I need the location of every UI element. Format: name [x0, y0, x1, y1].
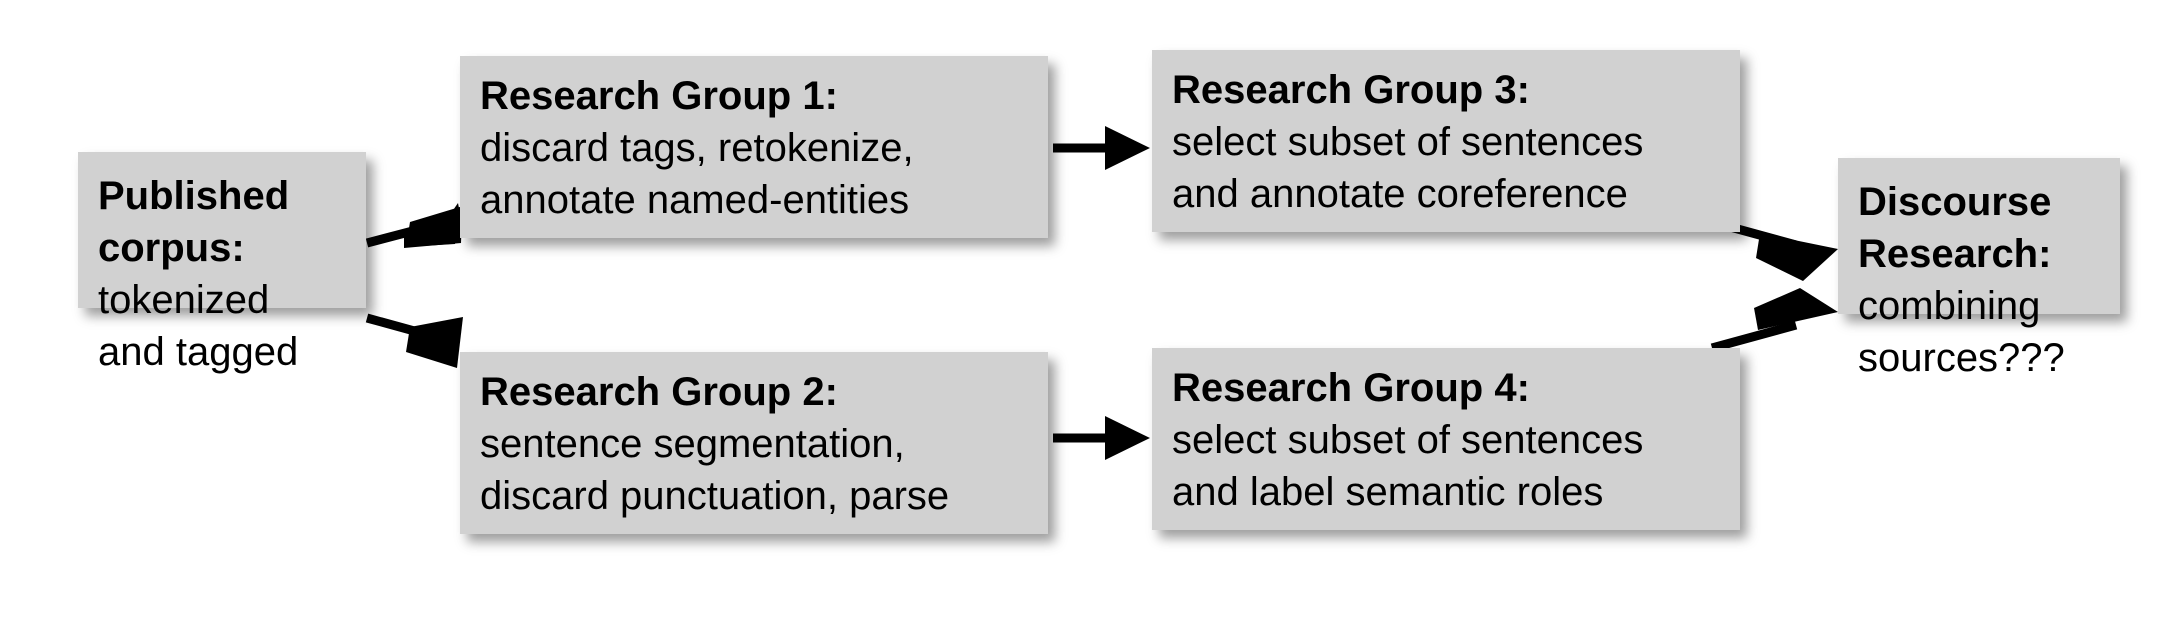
node-research-group-2[interactable]: Research Group 2: sentence segmentation,…	[460, 352, 1048, 534]
node-research-group-4-title: Research Group 4:	[1172, 366, 1530, 410]
node-research-group-1-line2: annotate named-entities	[480, 178, 910, 222]
node-research-group-2-title: Research Group 2:	[480, 370, 838, 414]
node-published-corpus-title-line2: corpus:	[98, 226, 245, 270]
edge-published-to-rg2-arrow	[365, 313, 463, 368]
node-published-corpus-title-line1: Published	[98, 174, 290, 218]
node-discourse-research-title-line2: Research:	[1858, 232, 2052, 276]
node-research-group-3-line2: and annotate coreference	[1172, 172, 1628, 216]
node-discourse-research-line1: combining	[1858, 284, 2041, 328]
edge-published-to-rg1-arrow	[365, 203, 463, 248]
node-discourse-research[interactable]: Discourse Research: combining sources???	[1838, 158, 2120, 380]
node-research-group-1-title: Research Group 1:	[480, 74, 838, 118]
node-research-group-4-line2: and label semantic roles	[1172, 470, 1604, 514]
node-research-group-2-line1: sentence segmentation,	[480, 422, 905, 466]
node-discourse-research-title-line1: Discourse	[1858, 180, 2052, 224]
node-published-corpus-line1: tokenized	[98, 278, 270, 322]
node-research-group-3-line1: select subset of sentences	[1172, 120, 1644, 164]
node-research-group-2-line2: discard punctuation, parse	[480, 474, 950, 518]
node-published-corpus[interactable]: Published corpus: tokenized and tagged	[78, 152, 366, 374]
edge-rg2-to-rg4-arrow	[1053, 416, 1150, 460]
node-research-group-3-title: Research Group 3:	[1172, 68, 1530, 112]
edge-rg1-to-rg3-arrow	[1053, 126, 1150, 170]
edge-rg4-to-discourse-arrow	[1710, 288, 1838, 353]
node-discourse-research-line2: sources???	[1858, 336, 2065, 380]
node-research-group-1[interactable]: Research Group 1: discard tags, retokeni…	[460, 56, 1048, 238]
node-research-group-3[interactable]: Research Group 3: select subset of sente…	[1152, 50, 1740, 232]
node-research-group-4-line1: select subset of sentences	[1172, 418, 1644, 462]
node-research-group-1-line1: discard tags, retokenize,	[480, 126, 914, 170]
node-published-corpus-line2: and tagged	[98, 330, 299, 374]
node-research-group-4[interactable]: Research Group 4: select subset of sente…	[1152, 348, 1740, 530]
